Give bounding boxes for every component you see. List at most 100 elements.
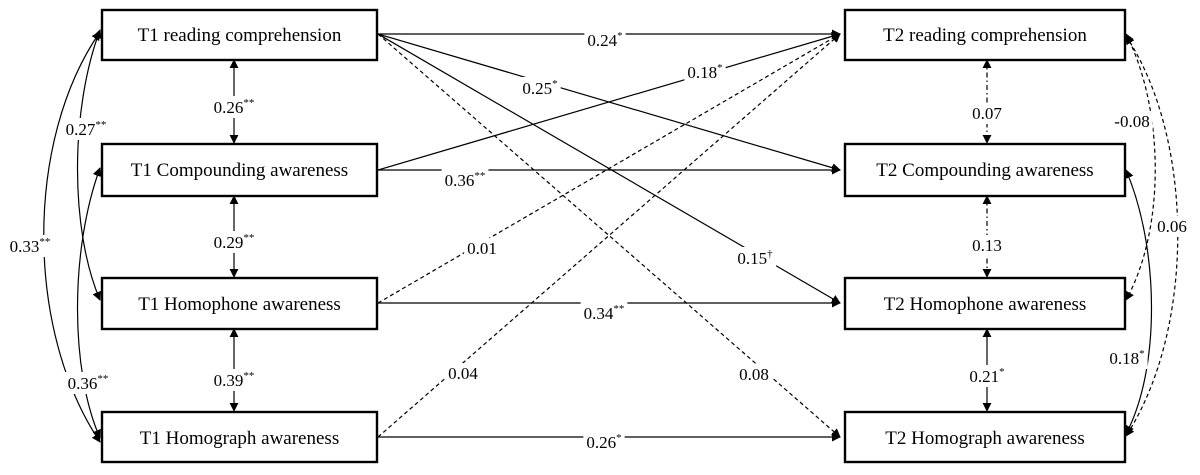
svg-text:0.06: 0.06 <box>1157 217 1187 236</box>
coef-significance: ** <box>474 170 485 182</box>
svg-text:T2 Compounding awareness: T2 Compounding awareness <box>876 160 1093 181</box>
coef-significance: * <box>717 62 723 74</box>
node-t2-homophone-awareness: T2 Homophone awareness <box>843 276 1127 331</box>
coef-t2-ca-ha: 0.13 <box>969 235 1005 256</box>
coef-t2-rc-hg: 0.06 <box>1154 216 1190 237</box>
coef-t1-rc-hg: 0.33** <box>6 235 54 257</box>
coef-value: 0.18 <box>687 63 717 82</box>
coef-significance: * <box>616 432 622 444</box>
svg-text:T2 Homograph awareness: T2 Homograph awareness <box>885 428 1084 449</box>
svg-text:-0.08: -0.08 <box>1114 112 1149 131</box>
svg-text:0.07: 0.07 <box>972 104 1002 123</box>
coef-t1rc-t2rc: 0.24* <box>584 29 626 51</box>
coef-t1rc-t2ha: 0.15† <box>734 247 777 269</box>
coef-background <box>1154 216 1190 237</box>
coef-t2-rc-ha: -0.08 <box>1111 111 1153 132</box>
coef-background <box>519 77 561 99</box>
coef-background <box>969 103 1006 124</box>
coef-significance: ** <box>613 303 624 315</box>
cov-t2-rc-ha <box>1125 33 1156 301</box>
svg-text:T2 reading comprehension: T2 reading comprehension <box>883 25 1087 46</box>
svg-text:T1 Compounding awareness: T1 Compounding awareness <box>131 160 348 181</box>
node-t2-compounding-awareness: T2 Compounding awareness <box>843 142 1127 198</box>
svg-text:T1 reading comprehension: T1 reading comprehension <box>138 25 342 46</box>
coef-value: 0.26 <box>214 98 244 117</box>
svg-text:0.08: 0.08 <box>739 365 769 384</box>
svg-text:T1 Homograph awareness: T1 Homograph awareness <box>140 428 339 449</box>
coef-background <box>580 302 628 324</box>
coef-value: 0.27 <box>66 120 96 139</box>
coef-value: 0.36 <box>445 171 475 190</box>
coef-background <box>464 238 500 259</box>
node-t1-homophone-awareness: T1 Homophone awareness <box>100 276 379 331</box>
svg-text:0.15†: 0.15† <box>737 248 773 268</box>
svg-text:0.01: 0.01 <box>467 239 497 258</box>
coef-background <box>966 365 1008 387</box>
path-t1ca-t2rc <box>377 31 841 171</box>
coef-background <box>1106 347 1148 369</box>
coef-value: 0.04 <box>448 364 478 383</box>
coef-background <box>64 372 112 394</box>
svg-text:0.27**: 0.27** <box>66 119 107 139</box>
coef-t2-rc-ca: 0.07 <box>969 103 1006 124</box>
coef-value: 0.21 <box>969 367 999 386</box>
svg-text:0.36**: 0.36** <box>445 170 486 190</box>
coef-significance: * <box>1139 348 1145 360</box>
svg-text:T2 Homophone awareness: T2 Homophone awareness <box>884 294 1087 315</box>
coef-value: 0.36 <box>68 374 98 393</box>
coef-t1-ha-hg: 0.39** <box>210 369 258 391</box>
coef-value: 0.15 <box>737 249 767 268</box>
coef-t1-rc-ha: 0.27** <box>62 118 110 140</box>
coef-value: 0.26 <box>586 433 616 452</box>
coef-background <box>6 235 54 257</box>
coef-background <box>684 61 726 83</box>
coef-t1ca-t2rc: 0.18* <box>684 61 726 83</box>
svg-text:0.33**: 0.33** <box>10 236 51 256</box>
coef-background <box>62 118 110 140</box>
path-t1ha-t2rc <box>377 33 841 304</box>
node-t2-reading-comprehension: T2 reading comprehension <box>843 8 1127 62</box>
node-t1-reading-comprehension: T1 reading comprehension <box>100 8 379 62</box>
svg-text:0.36**: 0.36** <box>68 373 109 393</box>
coef-value: 0.13 <box>972 236 1002 255</box>
coef-significance: ** <box>95 119 106 131</box>
coef-t2-ha-hg: 0.21* <box>966 365 1008 387</box>
coef-background <box>734 247 777 269</box>
coef-background <box>584 29 626 51</box>
coef-background <box>1111 111 1153 132</box>
svg-text:0.04: 0.04 <box>448 364 478 383</box>
coef-background <box>969 235 1005 256</box>
coef-value: 0.25 <box>522 79 552 98</box>
node-t1-homograph-awareness: T1 Homograph awareness <box>100 410 379 464</box>
node-t1-compounding-awareness: T1 Compounding awareness <box>100 142 379 198</box>
coef-background <box>210 96 258 118</box>
coef-t1-ca-ha: 0.29** <box>210 231 258 253</box>
svg-text:0.34**: 0.34** <box>584 303 625 323</box>
coef-significance: ** <box>243 232 254 244</box>
coef-t2-ca-hg: 0.18* <box>1106 347 1148 369</box>
coef-background <box>210 369 258 391</box>
coef-significance: * <box>552 78 558 90</box>
coef-t1rc-t2hg: 0.08 <box>736 364 772 385</box>
coef-value: 0.18 <box>1109 349 1139 368</box>
coef-t1hg-t2rc: 0.04 <box>445 363 482 384</box>
coef-t1ha-t2rc: 0.01 <box>464 238 500 259</box>
svg-text:0.13: 0.13 <box>972 236 1002 255</box>
node-t2-homograph-awareness: T2 Homograph awareness <box>843 410 1127 464</box>
coef-t1ca-t2ca: 0.36** <box>441 169 489 191</box>
svg-text:0.26**: 0.26** <box>214 97 255 117</box>
coef-background <box>736 364 772 385</box>
coef-significance: † <box>767 248 773 260</box>
cov-t1-rc-ha <box>76 29 102 301</box>
coef-value: 0.01 <box>467 239 497 258</box>
svg-text:0.18*: 0.18* <box>687 62 722 82</box>
coef-t1ha-t2ha: 0.34** <box>580 302 628 324</box>
svg-text:0.29**: 0.29** <box>214 232 255 252</box>
coef-significance: ** <box>39 236 50 248</box>
coef-t1rc-t2ca: 0.25* <box>519 77 561 99</box>
coef-t1-ca-hg: 0.36** <box>64 372 112 394</box>
coef-t1-rc-ca: 0.26** <box>210 96 258 118</box>
coef-value: 0.34 <box>584 304 614 323</box>
coef-value: 0.07 <box>972 104 1002 123</box>
